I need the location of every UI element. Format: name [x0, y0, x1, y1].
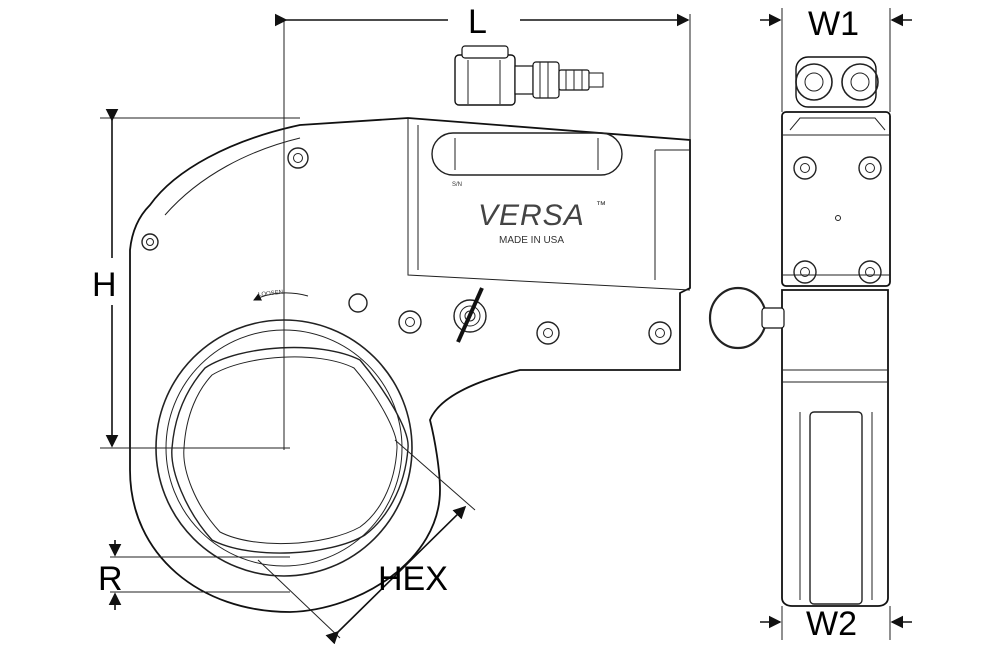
front-bolt-1 [793, 156, 817, 180]
bolt-4 [398, 310, 422, 334]
tool-body-outline [129, 117, 691, 613]
label-l: L [468, 3, 487, 41]
side-view [129, 45, 691, 613]
bolt-6 [648, 321, 672, 345]
bolt-3 [348, 293, 368, 313]
label-h: H [92, 266, 117, 304]
swivel-fitting [454, 45, 604, 106]
dimension-h [100, 108, 300, 448]
release-lever [453, 287, 487, 343]
bolt-1 [287, 147, 309, 169]
front-bolt-2 [858, 156, 882, 180]
dimension-w2 [760, 606, 912, 640]
bolt-2 [141, 233, 159, 251]
front-bolt-4 [858, 260, 882, 284]
front-bolt-3 [793, 260, 817, 284]
brand-logo: VERSA [478, 199, 585, 232]
front-view [708, 56, 891, 607]
label-w2: W2 [806, 605, 857, 643]
label-r: R [98, 560, 123, 598]
sight-window [431, 132, 623, 176]
dimension-hex [257, 439, 476, 645]
label-hex: HEX [378, 560, 448, 598]
serial-label: S/N [452, 182, 462, 188]
ring-pin [708, 286, 785, 350]
trademark-mark: ™ [596, 200, 606, 211]
front-swivel [795, 56, 879, 108]
dimension-l [274, 13, 691, 140]
dimension-r [108, 540, 290, 610]
label-w1: W1 [808, 5, 859, 43]
bolt-5 [536, 321, 560, 345]
dimension-w1 [760, 8, 912, 112]
made-in-label: MADE IN USA [499, 235, 564, 246]
direction-label: LOOSEN [258, 290, 284, 299]
